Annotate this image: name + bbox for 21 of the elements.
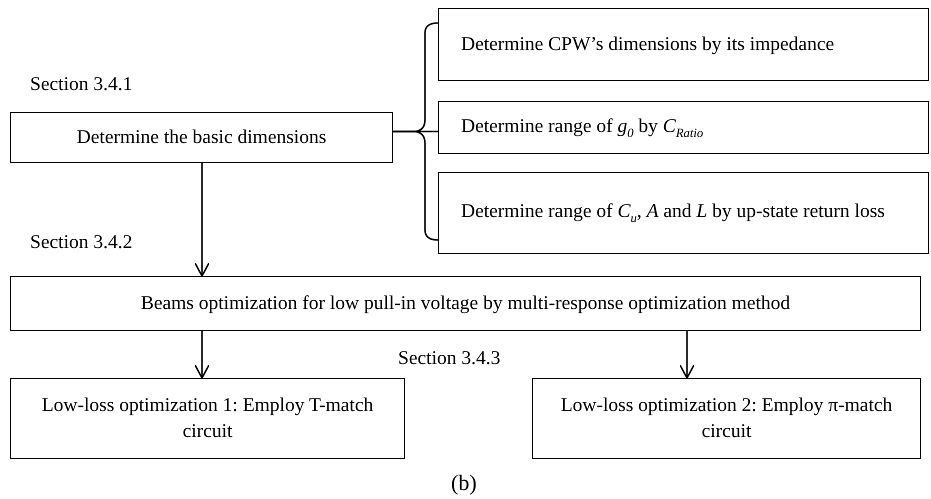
section-label: Section 3.4.1 [30,74,132,96]
process-box [10,378,405,459]
arrow [679,331,695,379]
section-label: Section 3.4.2 [30,232,132,254]
section-label: Section 3.4.3 [398,348,500,370]
process-box [532,378,921,459]
box-text: Determine the basic dimensions [76,126,326,150]
process-box [10,112,393,163]
box-text: Determine CPW’s dimensions by its impedance [461,32,834,57]
process-box [438,8,929,81]
process-box [438,101,929,154]
box-text: Low-loss optimization 2: Employ π-match circuit [560,394,894,444]
box-text: Low-loss optimization 1: Employ T-match circuit [40,394,374,444]
process-box [438,172,929,254]
caption: (b) [451,470,477,496]
arrow [194,163,210,277]
box-text: Determine range of g$_{0}$ by C$_{Ratio}$ [461,114,704,142]
arrow [194,331,210,379]
box-text: Determine range of C$_{u}$, A and L by up-state return loss [461,200,885,227]
process-box [10,276,921,331]
box-text: Beams optimization for low pull-in voltage by multi-response optimization method [140,292,790,316]
